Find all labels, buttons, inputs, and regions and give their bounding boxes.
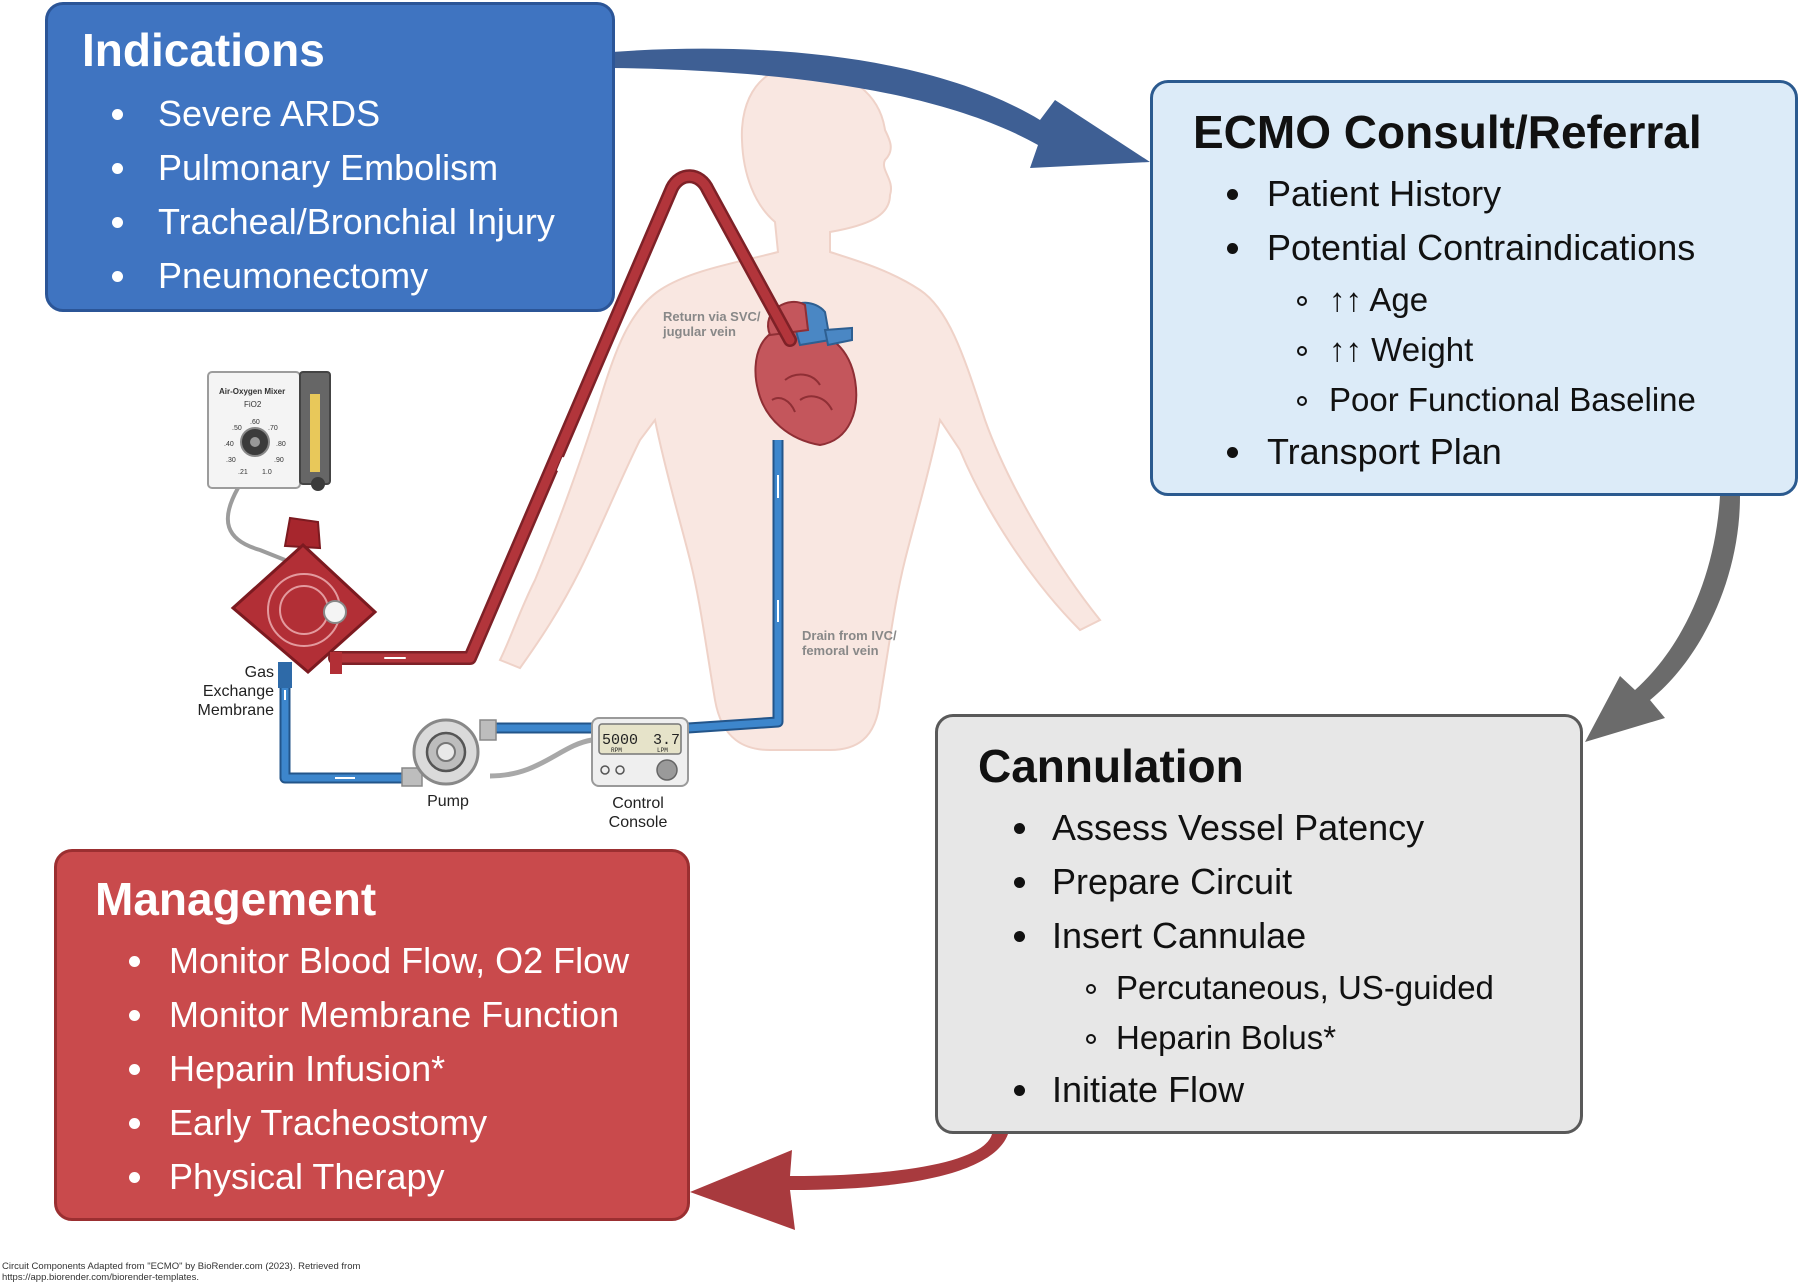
rpm-value: 5000 xyxy=(602,732,638,749)
mixer-tick: .80 xyxy=(276,441,286,448)
list-item: Physical Therapy xyxy=(95,1150,687,1204)
cannulation-list: Assess Vessel Patency Prepare Circuit In… xyxy=(978,801,1580,1117)
list-item: Insert Cannulae xyxy=(978,909,1580,963)
lpm-value: 3.7 xyxy=(653,732,680,749)
mixer-tick: .70 xyxy=(268,425,278,432)
ecmo-list: Patient History Potential Contraindicati… xyxy=(1193,167,1795,479)
mixer-labels: Air-Oxygen Mixer FiO2 .50 .60 .70 .40 .8… xyxy=(219,387,286,476)
list-item: Prepare Circuit xyxy=(978,855,1580,909)
list-item: Severe ARDS xyxy=(82,87,612,141)
list-item: Monitor Blood Flow, O2 Flow xyxy=(95,934,687,988)
list-item: Assess Vessel Patency xyxy=(978,801,1580,855)
indications-box: Indications Severe ARDS Pulmonary Emboli… xyxy=(45,2,615,312)
control-console xyxy=(591,717,689,787)
sub-list-item: ↑↑ Weight xyxy=(1193,325,1795,375)
list-item: Pneumonectomy xyxy=(82,249,612,303)
mixer-title: Air-Oxygen Mixer xyxy=(219,387,285,396)
mixer-tick: .50 xyxy=(232,425,242,432)
list-item: Patient History xyxy=(1193,167,1795,221)
list-item: Heparin Infusion* xyxy=(95,1042,687,1096)
indications-list: Severe ARDS Pulmonary Embolism Tracheal/… xyxy=(82,87,612,303)
cannulation-box: Cannulation Assess Vessel Patency Prepar… xyxy=(935,714,1583,1134)
return-label: Return via SVC/ jugular vein xyxy=(663,309,761,339)
mixer-tick: .60 xyxy=(250,419,260,426)
console-label: Control Console xyxy=(608,795,668,831)
management-list: Monitor Blood Flow, O2 Flow Monitor Memb… xyxy=(95,934,687,1204)
gas-exchange-membrane xyxy=(230,516,378,688)
ecmo-consult-box: ECMO Consult/Referral Patient History Po… xyxy=(1150,80,1798,496)
cannulation-title: Cannulation xyxy=(978,740,1244,792)
list-item: Pulmonary Embolism xyxy=(82,141,612,195)
list-item: Initiate Flow xyxy=(978,1063,1580,1117)
mixer-tick: 1.0 xyxy=(262,469,272,476)
list-item: Monitor Membrane Function xyxy=(95,988,687,1042)
ecmo-title: ECMO Consult/Referral xyxy=(1193,106,1702,158)
gas-exchange-label: Gas Exchange Membrane xyxy=(197,664,274,719)
drain-line xyxy=(279,440,784,784)
sub-list-item: Heparin Bolus* xyxy=(978,1013,1580,1063)
pump xyxy=(401,718,593,787)
arrow-cannulation-to-management xyxy=(690,1134,1008,1230)
return-line xyxy=(328,169,797,665)
list-item: Tracheal/Bronchial Injury xyxy=(82,195,612,249)
mixer-tick: .40 xyxy=(224,441,234,448)
sub-list-item: ↑↑ Age xyxy=(1193,275,1795,325)
management-box: Management Monitor Blood Flow, O2 Flow M… xyxy=(54,849,690,1221)
indications-title: Indications xyxy=(82,24,325,76)
list-item: Potential Contraindications xyxy=(1193,221,1795,275)
console-display: 5000 3.7 RPM LPM xyxy=(602,732,680,754)
mixer-tick: .90 xyxy=(274,457,284,464)
lpm-unit: LPM xyxy=(657,747,668,754)
sub-list-item: Poor Functional Baseline xyxy=(1193,375,1795,425)
management-title: Management xyxy=(95,873,377,925)
list-item: Early Tracheostomy xyxy=(95,1096,687,1150)
rpm-unit: RPM xyxy=(611,747,622,754)
mixer-sub: FiO2 xyxy=(244,400,262,409)
pump-label: Pump xyxy=(427,793,469,810)
list-item: Transport Plan xyxy=(1193,425,1795,479)
air-oxygen-mixer xyxy=(207,371,331,562)
drain-label: Drain from IVC/ femoral vein xyxy=(802,628,897,658)
mixer-tick: .21 xyxy=(238,469,248,476)
mixer-tick: .30 xyxy=(226,457,236,464)
image-credit: Circuit Components Adapted from "ECMO" b… xyxy=(2,1261,361,1283)
arrow-ecmo-to-cannulation xyxy=(1585,496,1740,742)
arrow-indications-to-ecmo xyxy=(612,48,1150,168)
sub-list-item: Percutaneous, US-guided xyxy=(978,963,1580,1013)
